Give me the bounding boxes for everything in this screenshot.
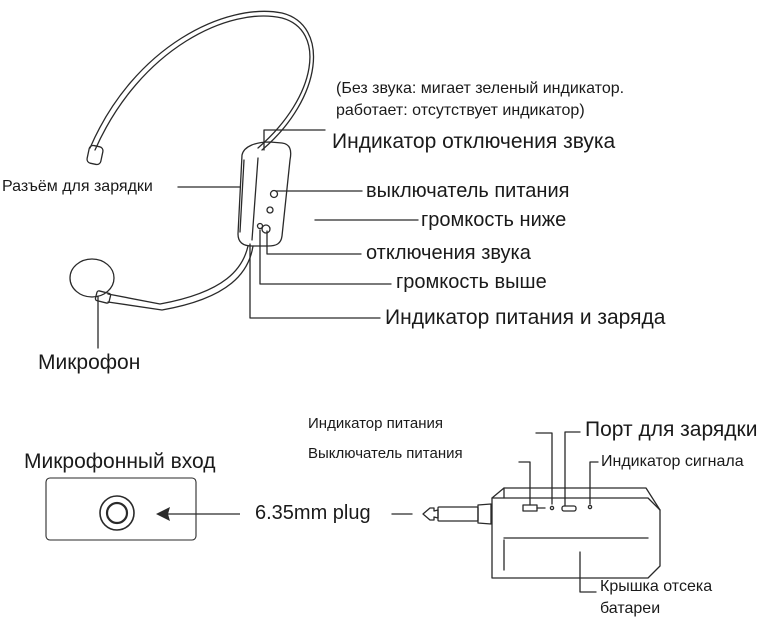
mute-label: отключения звука [366, 242, 531, 264]
volume-down-button [266, 206, 274, 214]
plug-label: 6.35mm plug [255, 502, 371, 524]
mute-indicator-label: Индикатор отключения звука [332, 130, 616, 153]
headband [94, 15, 311, 151]
mute-note-line2: работает: отсутствует индикатор) [336, 102, 585, 119]
receiver-power-led [549, 505, 555, 511]
jack-plug-shaft [437, 506, 479, 522]
receiver-power-indicator-label: Индикатор питания [308, 415, 443, 432]
leader-power-charge-indicator [249, 243, 381, 319]
receiver-charging-port [561, 505, 577, 512]
leader-mute-indicator [263, 129, 326, 151]
leader-receiver-charging-port [564, 431, 581, 507]
leader-mute [266, 230, 362, 255]
charging-port-label: Разъём для зарядки [2, 178, 153, 195]
receiver-power-switch-label: Выключатель питания [308, 445, 463, 462]
microphone-foam [69, 258, 115, 298]
jack-inner-ring [105, 501, 129, 525]
receiver-body [491, 497, 661, 579]
leader-volume-up [259, 229, 392, 285]
headset-side [239, 159, 245, 233]
battery-cover-label-line1: Крышка отсека [600, 578, 713, 595]
receiver-signal-indicator-label: Индикатор сигнала [601, 453, 744, 470]
receiver-power-switch [522, 504, 538, 512]
arrow-to-mic-input [156, 507, 240, 521]
jack-plug [422, 507, 439, 521]
volume-up-label: громкость выше [396, 271, 547, 293]
power-charge-indicator-label: Индикатор питания и заряда [385, 306, 666, 329]
leader-battery-cover [579, 551, 597, 593]
leader-receiver-signal [589, 461, 599, 505]
microphone-collar [94, 290, 112, 304]
leader-receiver-power-indicator [535, 432, 553, 505]
mute-note-line1: (Без звука: мигает зеленый индикатор. [336, 80, 625, 97]
receiver-charging-port-label: Порт для зарядки [585, 418, 758, 441]
mic-input-label: Микрофонный вход [24, 450, 216, 473]
boom-arm-inner [107, 245, 254, 311]
headband-end-cap [86, 144, 104, 166]
microphone-label: Микрофон [38, 351, 141, 374]
volume-up-button [256, 222, 264, 230]
power-switch-button [269, 189, 279, 199]
boom-arm [107, 245, 249, 305]
leader-receiver-power-switch [518, 461, 531, 506]
receiver-signal-led [587, 504, 593, 510]
headset-front [251, 157, 259, 241]
headset-body [237, 141, 292, 247]
mute-button [261, 224, 271, 234]
receiver-top-edge [491, 487, 661, 511]
volume-down-label: громкость ниже [421, 209, 567, 231]
jack-outer-ring [99, 495, 135, 531]
headband-inner [89, 10, 315, 151]
power-switch-label: выключатель питания [366, 180, 570, 202]
jack-plug-neck [477, 503, 492, 525]
battery-cover-label-line2: батареи [600, 600, 661, 617]
mic-input-panel [45, 477, 197, 541]
